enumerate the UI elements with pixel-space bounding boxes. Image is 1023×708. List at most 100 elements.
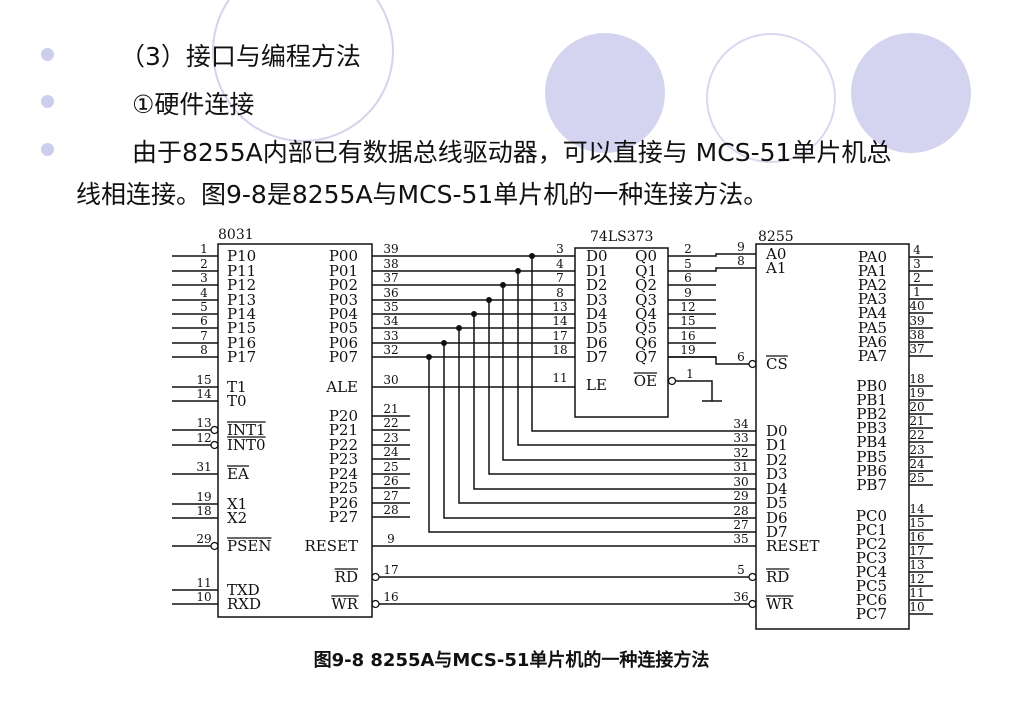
pin-num-8255-left: 8 [737, 254, 745, 268]
pin-label-74ls373-left: D0 [586, 247, 608, 265]
pin-num-8031-left: 1 [200, 242, 208, 256]
pin-label-8031-right: P01 [329, 262, 358, 280]
pin-label-74ls373-left: D5 [586, 319, 608, 337]
pin-num-8255-left: 6 [737, 350, 745, 364]
pin-label-8255-left: WR [766, 595, 793, 613]
pin-label-8031-right: ALE [325, 378, 358, 396]
pin-num-74ls373-right: 15 [680, 314, 695, 328]
pin-num-8031-left: 7 [200, 329, 208, 343]
decor-circle-filled-1 [545, 33, 665, 153]
bus-line-8255-data [473, 314, 756, 490]
pin-label-8255-right: PA7 [858, 347, 887, 365]
pin-num-8255-left: 35 [733, 532, 748, 546]
pin-label-8031-right: P00 [329, 247, 358, 265]
pin-label-8255-left: D0 [766, 422, 788, 440]
pin-label-8031-left: INT0 [227, 436, 266, 454]
body-continuation: 线相连接。图9-8是8255A与MCS-51单片机的一种连接方法。 [76, 180, 769, 209]
chip-74ls373-body [574, 247, 669, 418]
pin-label-8255-right: PB4 [856, 433, 887, 451]
inversion-bubble [210, 541, 219, 551]
pin-num-74ls373-left: 18 [552, 343, 567, 357]
inversion-bubble [210, 425, 219, 435]
pin-num-8255-right: 16 [909, 530, 924, 544]
pin-label-8255-right: PC7 [856, 605, 887, 623]
pin-num-8031-right: 33 [383, 329, 398, 343]
pin-label-8031-left: T0 [227, 392, 247, 410]
pin-label-8031-right: P24 [329, 465, 358, 483]
pin-num-8031-right: 34 [383, 314, 399, 328]
pin-label-8031-right: RD [335, 568, 358, 586]
inversion-bubble [371, 599, 380, 609]
chip-8255-name: 8255 [758, 229, 794, 245]
pin-num-8031-left: 31 [196, 460, 211, 474]
pin-label-8031-left: TXD [227, 581, 260, 599]
pin-num-8255-right: 40 [909, 299, 924, 313]
pin-label-8255-left: D4 [766, 480, 788, 498]
pin-num-8031-right: 22 [383, 416, 398, 430]
pin-label-8255-left: A1 [765, 259, 786, 277]
pin-label-8255-left: D2 [766, 451, 788, 469]
pin-label-8031-left: P10 [227, 247, 256, 265]
pin-num-8255-left: 29 [733, 489, 748, 503]
pin-num-8031-right: 28 [383, 503, 398, 517]
pin-label-74ls373-right: Q1 [635, 262, 657, 280]
pin-num-74ls373-right: 12 [680, 300, 695, 314]
pin-num-8031-right: 24 [383, 445, 399, 459]
pin-num-8255-right: 17 [909, 544, 924, 558]
pin-num-8031-left: 15 [196, 373, 211, 387]
pin-num-8031-right: 30 [383, 373, 398, 387]
pin-label-8255-right: PA1 [858, 262, 887, 280]
bullet-text-hardware: ①硬件连接 [132, 90, 255, 119]
figure-caption: 图9-8 8255A与MCS-51单片机的一种连接方法 [313, 650, 710, 671]
pin-num-74ls373-right: 19 [680, 343, 695, 357]
pin-label-8255-right: PA3 [858, 290, 887, 308]
pin-num-8255-right: 12 [909, 572, 924, 586]
pin-label-8031-left: X2 [227, 509, 247, 527]
pin-label-74ls373-left: D2 [586, 276, 608, 294]
pin-label-8031-left: P14 [227, 305, 256, 323]
pin-num-8255-right: 14 [909, 502, 925, 516]
pin-num-8255-right: 22 [909, 428, 924, 442]
pin-label-8255-right: PA5 [858, 319, 887, 337]
chip-8255-body [755, 243, 910, 630]
pin-num-8255-left: 9 [737, 240, 745, 254]
pin-num-8255-right: 3 [913, 257, 921, 271]
pin-label-8031-right: P02 [329, 276, 358, 294]
pin-label-8031-left: P15 [227, 319, 256, 337]
pin-label-8255-right: PB0 [856, 377, 887, 395]
pin-label-8255-right: PC2 [856, 535, 887, 553]
pin-label-8031-right: P04 [329, 305, 358, 323]
pin-label-74ls373-right: Q3 [635, 291, 657, 309]
pin-num-8255-left: 31 [733, 460, 748, 474]
pin-num-74ls373-left: 4 [556, 257, 564, 271]
pin-num-8255-right: 21 [909, 414, 924, 428]
pin-label-8255-right: PB5 [856, 448, 887, 466]
decor-circle-filled-2 [851, 33, 971, 153]
pin-label-8255-left: D5 [766, 494, 788, 512]
pin-label-74ls373-right: Q7 [635, 348, 657, 366]
pin-label-8031-right: P20 [329, 407, 358, 425]
pin-num-74ls373-right: 5 [684, 257, 692, 271]
pin-label-8255-right: PC0 [856, 507, 887, 525]
pin-label-8255-right: PB6 [856, 462, 887, 480]
pin-num-8255-right: 1 [913, 285, 921, 299]
pin-num-8031-left: 6 [200, 314, 208, 328]
pin-num-8031-left: 18 [196, 504, 211, 518]
inversion-bubble [748, 599, 757, 609]
pin-num-74ls373-right: 2 [684, 242, 692, 256]
pin-num-74ls373-left: 7 [556, 271, 564, 285]
pin-num-74ls373-right: 9 [684, 286, 692, 300]
pin-label-8031-left: T1 [227, 378, 247, 396]
pin-label-74ls373-right: OE [634, 372, 657, 390]
pin-num-8255-right: 23 [909, 443, 924, 457]
pin-label-74ls373-right: Q5 [635, 319, 657, 337]
pin-num-8031-right: 38 [383, 257, 398, 271]
pin-num-8255-right: 4 [913, 243, 921, 257]
pin-num-8031-right: 21 [383, 402, 398, 416]
pin-label-8031-right: P03 [329, 291, 358, 309]
pin-num-8031-right: 27 [383, 489, 398, 503]
bus-line-8255-data [488, 300, 756, 475]
pin-num-74ls373-right: 1 [686, 367, 694, 381]
